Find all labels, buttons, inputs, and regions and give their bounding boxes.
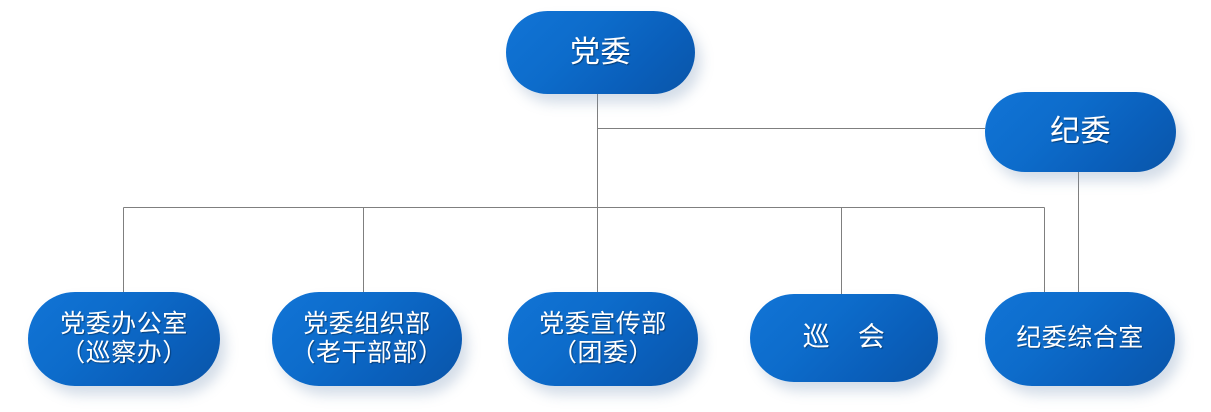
node-gonghui[interactable]: 巡 会 — [750, 294, 938, 382]
node-dangwei-bangongshi[interactable]: 党委办公室 （巡察办） — [28, 292, 220, 386]
node-jiwei-zonghe-shi[interactable]: 纪委综合室 — [985, 292, 1175, 386]
node-dangwei[interactable]: 党委 — [506, 11, 695, 94]
node-dangwei-label: 党委 — [570, 35, 631, 69]
node-dangwei-xuanchuanbu-label: 党委宣传部 （团委） — [539, 310, 667, 368]
node-dangwei-xuanchuanbu[interactable]: 党委宣传部 （团委） — [508, 292, 698, 386]
node-dangwei-zuzhibu-label: 党委组织部 （老干部部） — [290, 310, 444, 368]
node-gonghui-label: 巡 会 — [802, 322, 886, 353]
node-dangwei-zuzhibu[interactable]: 党委组织部 （老干部部） — [272, 292, 462, 386]
node-jiwei-label: 纪委 — [1050, 115, 1111, 149]
node-jiwei[interactable]: 纪委 — [985, 92, 1176, 172]
node-dangwei-bangongshi-label: 党委办公室 （巡察办） — [60, 310, 188, 368]
node-jiwei-zonghe-shi-label: 纪委综合室 — [1016, 325, 1144, 353]
